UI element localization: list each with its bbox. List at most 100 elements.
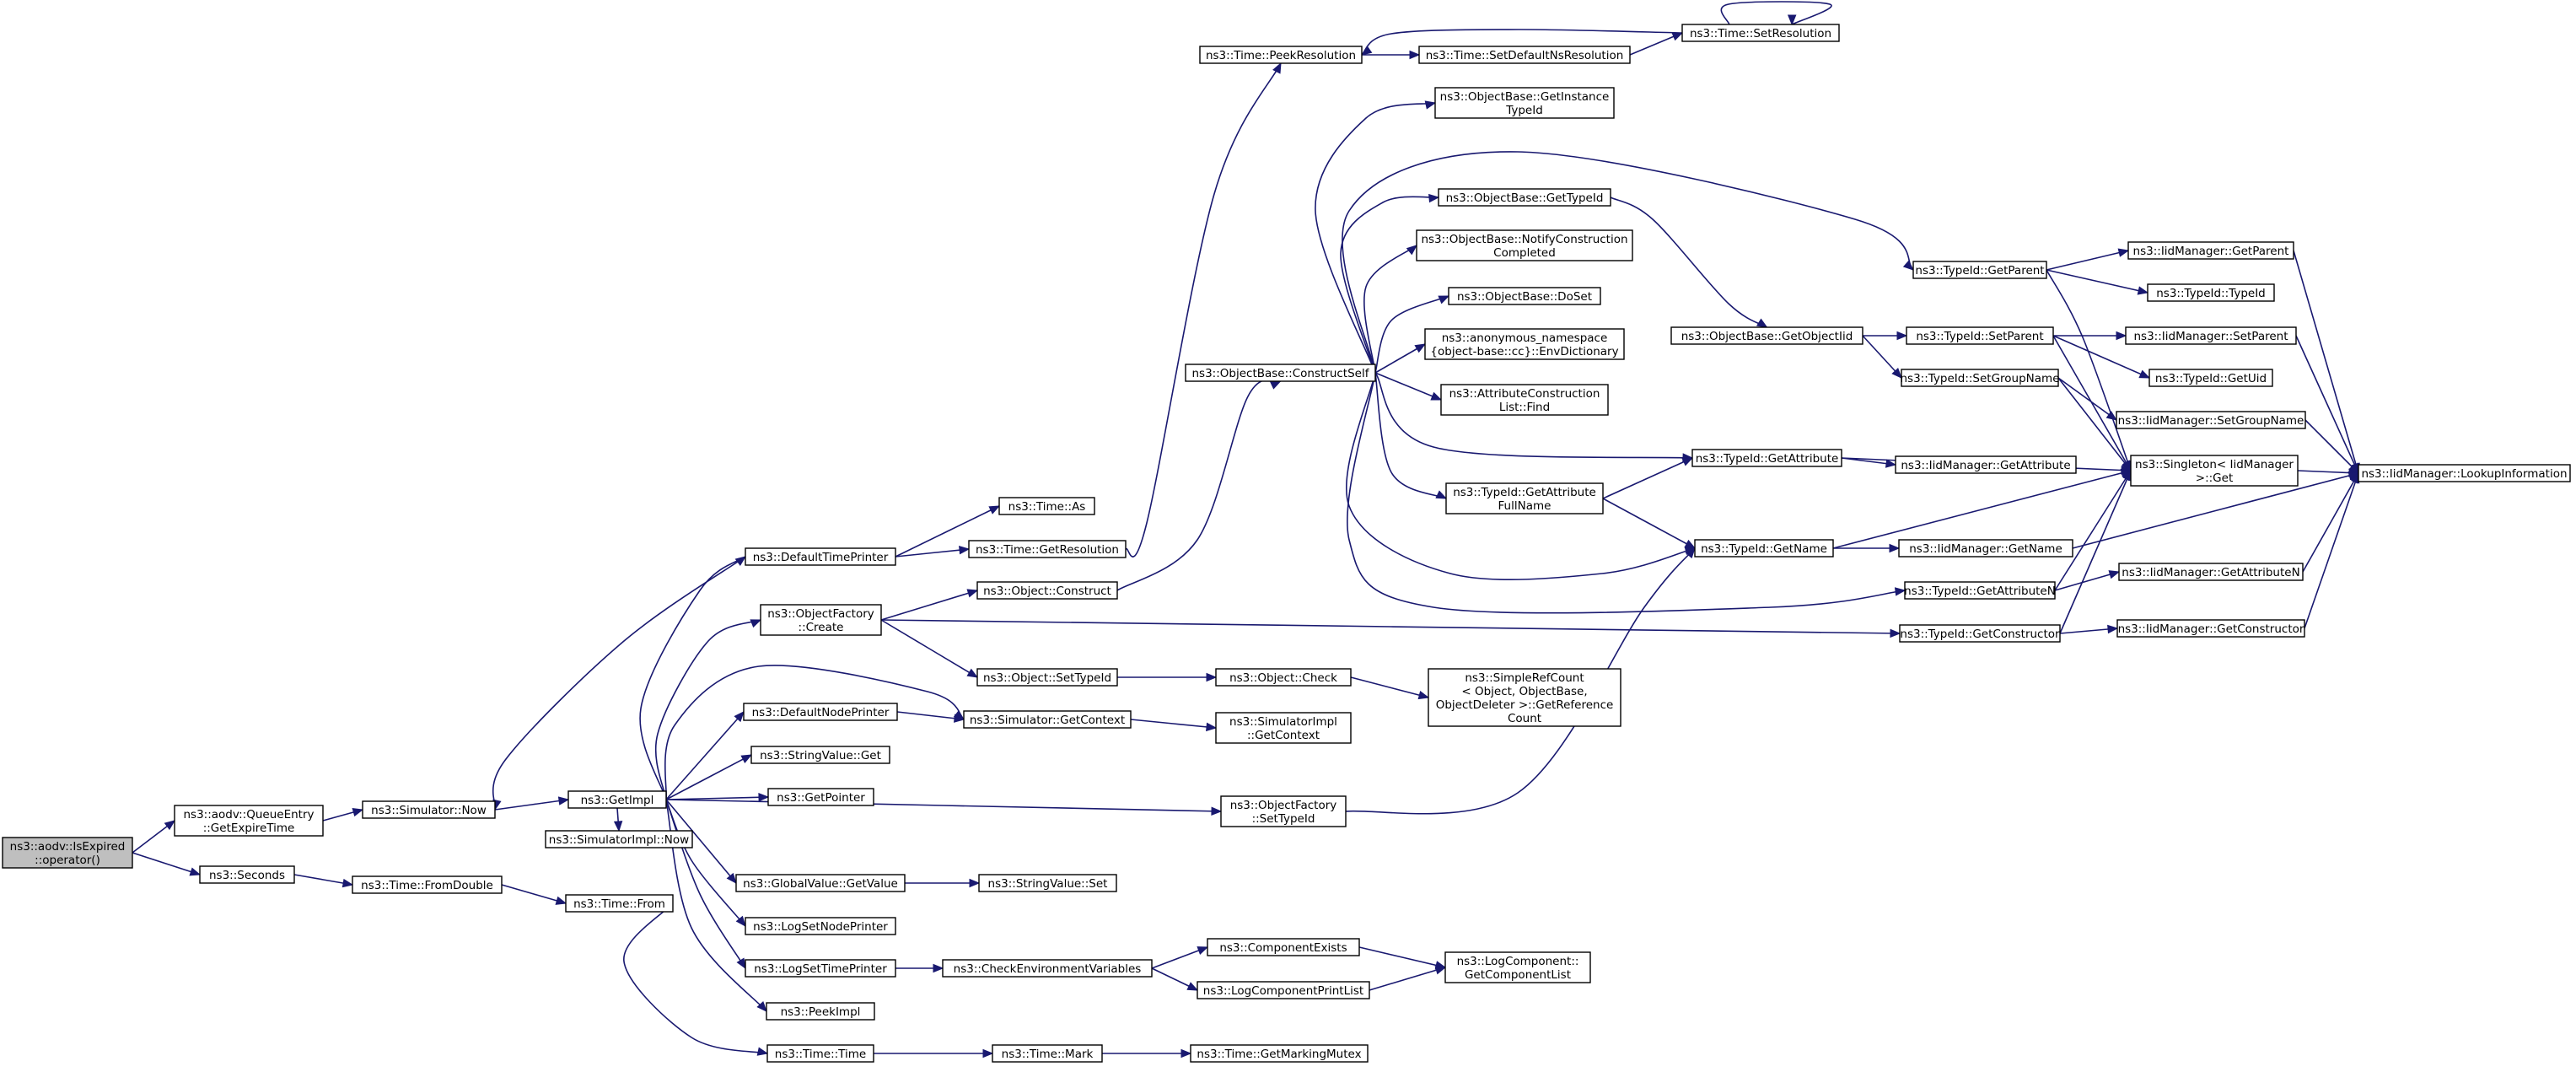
node-getobjectiid[interactable]: ns3::ObjectBase::GetObjectIid	[1670, 326, 1863, 345]
edge-arrowhead	[1272, 62, 1282, 74]
node-label: ns3::TypeId::SetGroupName	[1900, 372, 2059, 385]
edge-arrowhead	[1684, 539, 1697, 549]
edge-arrowhead	[1197, 946, 1209, 955]
node-simgetcontext[interactable]: ns3::Simulator::GetContext	[963, 710, 1132, 729]
edge-iidgetname-to-iidlookupinformation	[2072, 471, 2360, 549]
node-constructself[interactable]: ns3::ObjectBase::ConstructSelf	[1185, 364, 1376, 382]
node-objectsettypeid[interactable]: ns3::Object::SetTypeId	[976, 668, 1118, 687]
node-typeidgetuid[interactable]: ns3::TypeId::GetUid	[2148, 369, 2273, 387]
node-iidlookupinformation[interactable]: ns3::IidManager::LookupInformation	[2358, 464, 2571, 482]
node-objfactorycreate[interactable]: ns3::ObjectFactory::Create	[760, 604, 882, 636]
edge-typeidgetname-to-singletonget	[1832, 468, 2132, 549]
node-defaultnodeprinter[interactable]: ns3::DefaultNodePrinter	[743, 703, 898, 721]
node-simnow[interactable]: ns3::Simulator::Now	[362, 800, 496, 819]
node-iidgetattributen[interactable]: ns3::IidManager::GetAttributeN	[2118, 563, 2304, 581]
node-typeidgetconstructor[interactable]: ns3::TypeId::GetConstructor	[1899, 624, 2061, 643]
edge-arrowhead	[953, 714, 965, 723]
node-iidsetparent[interactable]: ns3::IidManager::SetParent	[2125, 326, 2297, 345]
node-timesetresolution[interactable]: ns3::Time::SetResolution	[1681, 24, 1840, 42]
node-objbasedoset[interactable]: ns3::ObjectBase::DoSet	[1448, 287, 1601, 305]
node-notifyconstruction[interactable]: ns3::ObjectBase::NotifyConstructionCompl…	[1416, 229, 1633, 261]
edge-line	[1315, 102, 1436, 374]
node-typeidsetparent[interactable]: ns3::TypeId::SetParent	[1906, 326, 2054, 345]
node-timetime[interactable]: ns3::Time::Time	[766, 1044, 874, 1063]
node-iidsetgroupname[interactable]: ns3::IidManager::SetGroupName	[2116, 411, 2306, 429]
node-isexpired[interactable]: ns3::aodv::IsExpired::operator()	[2, 837, 133, 869]
node-box	[963, 710, 1132, 729]
node-timegetresolution[interactable]: ns3::Time::GetResolution	[968, 540, 1127, 558]
edge-arrowhead	[2108, 570, 2121, 579]
node-label: ns3::Simulator::GetContext	[970, 714, 1125, 727]
node-box	[1912, 261, 2047, 279]
node-peekimpl[interactable]: ns3::PeekImpl	[766, 1002, 875, 1021]
node-box	[2116, 411, 2306, 429]
node-getexpiretime[interactable]: ns3::aodv::QueueEntry::GetExpireTime	[174, 805, 324, 837]
node-typeidgetattributen[interactable]: ns3::TypeId::GetAttributeN	[1904, 581, 2056, 600]
node-iidgetname[interactable]: ns3::IidManager::GetName	[1898, 539, 2073, 558]
node-stringvalueset[interactable]: ns3::StringValue::Set	[978, 874, 1117, 892]
edge-line	[1345, 547, 1696, 815]
node-singletonget[interactable]: ns3::Singleton< IidManager >::Get	[2130, 455, 2299, 487]
node-typeidgetparent[interactable]: ns3::TypeId::GetParent	[1912, 261, 2047, 279]
node-checkenvvars[interactable]: ns3::CheckEnvironmentVariables	[942, 959, 1153, 978]
node-label: ns3::Time::SetResolution	[1690, 27, 1831, 40]
edge-line	[665, 799, 1222, 812]
edge-arrowhead	[988, 505, 1001, 514]
node-iidgetconstructor[interactable]: ns3::IidManager::GetConstructor	[2116, 619, 2305, 638]
node-getimpl[interactable]: ns3::GetImpl	[567, 790, 667, 809]
node-simimplnow[interactable]: ns3::SimulatorImpl::Now	[545, 830, 693, 848]
node-objectconstruct[interactable]: ns3::Object::Construct	[976, 581, 1118, 600]
node-objectcheck[interactable]: ns3::Object::Check	[1215, 668, 1352, 687]
node-iidgetparent[interactable]: ns3::IidManager::GetParent	[2127, 241, 2294, 260]
node-typeidgetattribute[interactable]: ns3::TypeId::GetAttribute	[1691, 449, 1842, 467]
edge-line	[1610, 197, 1767, 328]
edge-arrowhead	[1756, 318, 1768, 328]
node-fromdouble[interactable]: ns3::Time::FromDouble	[352, 875, 503, 894]
node-typeidgetname[interactable]: ns3::TypeId::GetName	[1694, 539, 1834, 558]
node-typeidtypeid[interactable]: ns3::TypeId::TypeId	[2147, 283, 2275, 302]
node-box	[1670, 326, 1863, 345]
node-label: ns3::Seconds	[209, 869, 285, 882]
node-envdictionary[interactable]: ns3::anonymous_namespace{object-base::cc…	[1424, 328, 1625, 360]
node-logcompgetlist[interactable]: ns3::LogComponent::GetComponentList	[1444, 951, 1591, 983]
node-label: ns3::Time::SetDefaultNsResolution	[1426, 49, 1624, 62]
node-label: ns3::Object::SetTypeId	[983, 671, 1111, 685]
edge-constructself-to-attrconstructionfind	[1374, 372, 1443, 401]
node-logsetnodeprinter[interactable]: ns3::LogSetNodePrinter	[745, 917, 896, 935]
node-simplerefcount[interactable]: ns3::SimpleRefCount< Object, ObjectBase,…	[1428, 668, 1621, 727]
edge-arrowhead	[1435, 490, 1448, 499]
node-label: ns3::IidManager::GetAttribute	[1901, 459, 2070, 472]
node-timeas[interactable]: ns3::Time::As	[998, 497, 1095, 515]
node-objbasegettypeid[interactable]: ns3::ObjectBase::GetTypeId	[1438, 188, 1611, 207]
node-objfactorysettypeid[interactable]: ns3::ObjectFactory::SetTypeId	[1220, 795, 1347, 827]
node-globalvaluegetvalue[interactable]: ns3::GlobalValue::GetValue	[735, 874, 906, 892]
node-stringvalueget[interactable]: ns3::StringValue::Get	[750, 746, 890, 764]
edge-arrowhead	[736, 957, 746, 970]
node-typeidsetgroupname[interactable]: ns3::TypeId::SetGroupName	[1900, 369, 2060, 387]
node-timefrom[interactable]: ns3::Time::From	[565, 894, 674, 913]
edge-typeidsetparent-to-iidsetparent	[2053, 331, 2127, 341]
node-timemark[interactable]: ns3::Time::Mark	[992, 1044, 1103, 1063]
node-setdefaultnsres[interactable]: ns3::Time::SetDefaultNsResolution	[1418, 46, 1631, 64]
edge-line	[665, 799, 746, 969]
edge-arrowhead	[341, 878, 354, 888]
node-componentexists[interactable]: ns3::ComponentExists	[1207, 938, 1360, 956]
node-logcompprintlist[interactable]: ns3::LogComponentPrintList	[1197, 981, 1370, 999]
node-timegetmarkingmutex[interactable]: ns3::Time::GetMarkingMutex	[1190, 1044, 1369, 1063]
node-simimplgetcontext[interactable]: ns3::SimulatorImpl::GetContext	[1215, 712, 1352, 744]
node-box	[1906, 326, 2054, 345]
node-label: ns3::Object::Construct	[983, 584, 1111, 598]
node-logsettimeprinter[interactable]: ns3::LogSetTimePrinter	[745, 959, 896, 978]
node-seconds[interactable]: ns3::Seconds	[199, 865, 295, 884]
edge-getimpl-to-simimplnow	[613, 807, 623, 832]
node-label: ns3::Singleton< IidManager	[2135, 458, 2294, 471]
node-getpointer[interactable]: ns3::GetPointer	[767, 788, 874, 806]
node-timepeekresolution[interactable]: ns3::Time::PeekResolution	[1199, 46, 1363, 64]
edge-arrowhead	[1428, 193, 1440, 203]
node-defaulttimeprinter[interactable]: ns3::DefaultTimePrinter	[745, 547, 896, 566]
node-iidgetattribute[interactable]: ns3::IidManager::GetAttribute	[1895, 455, 2077, 474]
edge-arrowhead	[1894, 587, 1906, 596]
